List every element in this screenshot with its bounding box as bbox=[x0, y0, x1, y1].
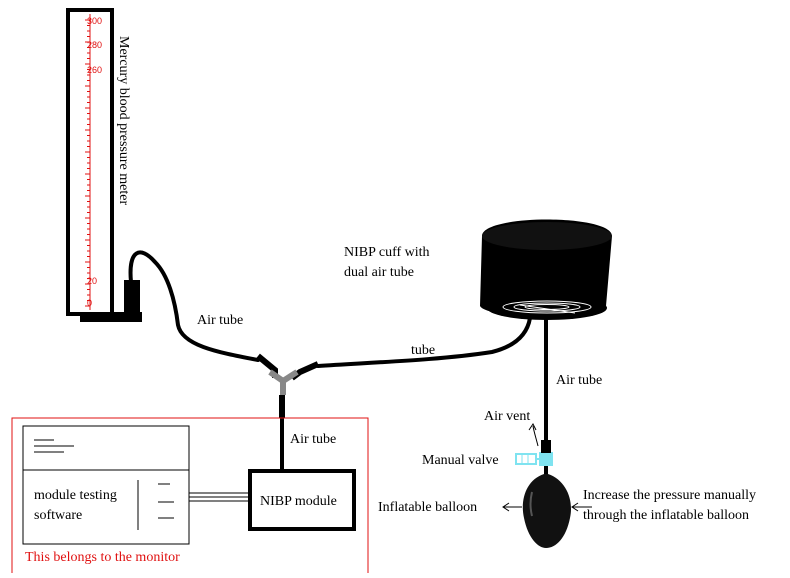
air-vent-label: Air vent bbox=[484, 409, 530, 424]
tube-tee-to-cuff bbox=[316, 316, 532, 368]
mercury-meter: 300 280 260 20 0 Mercury blood pressure … bbox=[66, 8, 142, 322]
air-vent-arrow bbox=[528, 423, 539, 447]
balloon-arrow bbox=[502, 502, 522, 512]
meter-tick-label-260: 260 bbox=[87, 65, 102, 75]
tee-connector bbox=[256, 353, 320, 418]
monitor-note: This belongs to the monitor bbox=[25, 550, 180, 565]
manual-valve-label: Manual valve bbox=[422, 453, 499, 468]
increase-pressure-line1: Increase the pressure manually bbox=[583, 488, 756, 503]
cuff-label-line1: NIBP cuff with bbox=[344, 245, 430, 260]
air-tube-label-bottom: Air tube bbox=[290, 432, 336, 447]
meter-outlet-connector bbox=[124, 280, 140, 314]
meter-tick-label-280: 280 bbox=[87, 40, 102, 50]
meter-tick-label-20: 20 bbox=[87, 276, 97, 286]
nibp-module-box bbox=[248, 469, 356, 531]
air-tubes bbox=[128, 250, 548, 472]
meter-label: Mercury blood pressure meter bbox=[116, 36, 131, 205]
manual-valve bbox=[515, 440, 553, 476]
inflatable-balloon bbox=[522, 474, 572, 548]
tube-meter-to-tee bbox=[128, 250, 260, 362]
air-tube-label-right: Air tube bbox=[556, 373, 602, 388]
cuff-label-line2: dual air tube bbox=[344, 265, 414, 280]
meter-tick-label-0: 0 bbox=[87, 298, 92, 308]
software-label-line2: software bbox=[34, 508, 82, 523]
nibp-cuff bbox=[480, 219, 612, 320]
inflatable-balloon-label: Inflatable balloon bbox=[378, 500, 477, 515]
monitor-area bbox=[11, 417, 369, 578]
meter-scale-ticks bbox=[85, 19, 90, 307]
increase-arrow bbox=[571, 502, 592, 512]
air-tube-label-left: Air tube bbox=[197, 313, 243, 328]
tube-label-middle: tube bbox=[411, 343, 435, 358]
meter-base bbox=[80, 312, 142, 322]
nibp-module-label: NIBP module bbox=[260, 494, 337, 509]
meter-tick-label-300: 300 bbox=[87, 16, 102, 26]
increase-pressure-line2: through the inflatable balloon bbox=[583, 508, 749, 523]
software-label-line1: module testing bbox=[34, 488, 117, 503]
